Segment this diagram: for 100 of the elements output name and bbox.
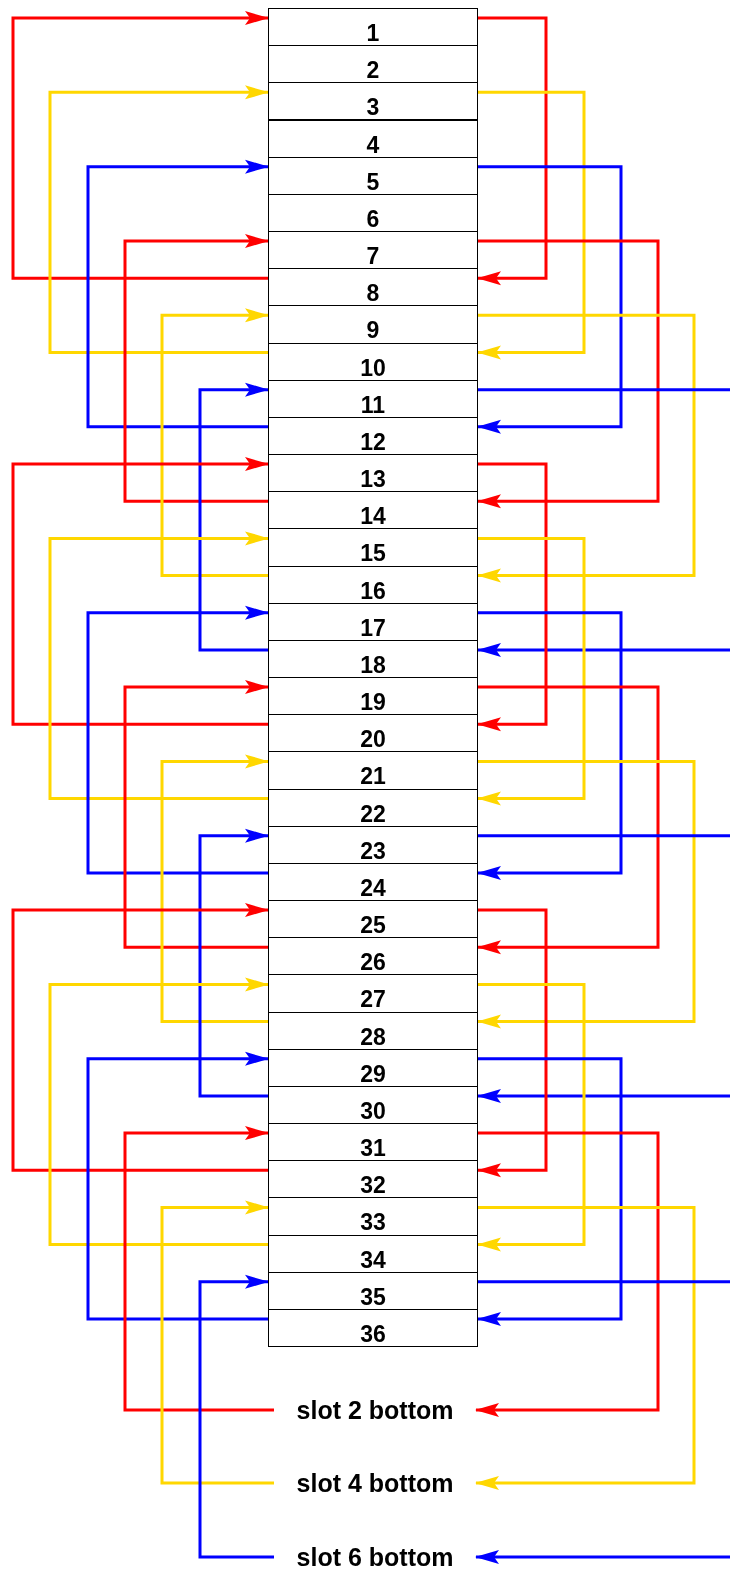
slot-number: 35 <box>359 1285 387 1308</box>
slot-number: 32 <box>359 1174 387 1197</box>
slot-number: 2 <box>365 59 381 82</box>
slot-box <box>268 8 478 47</box>
slot-box <box>268 602 478 641</box>
slot-box <box>268 1308 478 1348</box>
slot-box <box>268 268 478 307</box>
slot-box <box>268 1234 478 1273</box>
slot-box <box>268 231 478 270</box>
slot-box <box>268 528 478 567</box>
slot-number: 1 <box>365 22 381 44</box>
arrow <box>477 536 586 806</box>
slot-number: 33 <box>359 1211 387 1234</box>
slot-number: 27 <box>359 988 387 1011</box>
slot-box <box>268 751 478 790</box>
slot-number: 28 <box>359 1025 387 1048</box>
arrow <box>11 903 269 1172</box>
arrow <box>477 313 696 583</box>
slot-number: 16 <box>359 579 387 602</box>
arrow <box>160 308 269 578</box>
slot-box <box>268 714 478 753</box>
slot-box <box>268 416 478 455</box>
slot-box <box>268 565 478 604</box>
slot-box <box>268 825 478 864</box>
slot-label: slot 4 bottom <box>274 1470 476 1496</box>
slot-box <box>268 45 478 84</box>
slot-number: 18 <box>359 653 387 676</box>
arrow <box>477 16 548 286</box>
slot-number: 17 <box>359 616 387 639</box>
arrow <box>48 531 269 801</box>
arrow <box>198 382 269 652</box>
slot-box <box>268 82 478 121</box>
slot-number: 3 <box>365 96 381 119</box>
slot-number: 26 <box>359 951 387 974</box>
arrow <box>477 462 548 732</box>
slot-number: 20 <box>359 728 387 751</box>
arrow <box>475 1550 730 1564</box>
slot-number: 10 <box>359 356 387 379</box>
arrow <box>123 234 269 503</box>
slot-number: 31 <box>359 1137 387 1160</box>
slot-number: 22 <box>359 802 387 825</box>
slot-label: slot 6 bottom <box>274 1544 476 1570</box>
slot-box <box>268 454 478 493</box>
slot-number: 13 <box>359 468 387 491</box>
slot-box <box>268 639 478 679</box>
connector-line <box>478 834 730 838</box>
arrow <box>160 1200 274 1485</box>
slot-number: 25 <box>359 914 387 937</box>
slot-number: 7 <box>365 245 381 267</box>
arrow <box>11 11 269 280</box>
slot-number: 12 <box>359 430 387 453</box>
arrow <box>477 239 660 509</box>
slot-box <box>268 937 478 976</box>
arrow <box>198 828 269 1098</box>
arrow <box>11 457 269 726</box>
slot-number: 24 <box>359 876 387 899</box>
slot-box <box>268 1271 478 1310</box>
arrow <box>477 90 586 360</box>
slot-box <box>268 900 478 939</box>
slot-box <box>268 677 478 716</box>
slot-box <box>268 1123 478 1162</box>
slot-number: 14 <box>359 505 387 528</box>
slot-number: 30 <box>359 1099 387 1122</box>
arrow <box>475 1205 696 1490</box>
slot-number: 6 <box>365 207 381 230</box>
slot-number: 19 <box>359 691 387 714</box>
slot-number: 8 <box>365 282 381 305</box>
arrow <box>477 642 730 657</box>
connector-line <box>478 388 730 392</box>
slot-number: 5 <box>365 170 381 193</box>
arrow <box>475 1131 660 1417</box>
slot-number: 34 <box>359 1248 387 1271</box>
arrow <box>198 1274 274 1559</box>
arrow <box>48 977 269 1247</box>
slot-box <box>268 379 478 418</box>
slot-number: 4 <box>365 133 381 156</box>
slot-box <box>268 156 478 195</box>
slot-number: 11 <box>359 393 387 416</box>
arrow <box>86 159 269 429</box>
slot-number: 15 <box>359 542 387 565</box>
slot-box <box>268 305 478 344</box>
slot-number: 21 <box>359 765 387 788</box>
slot-box <box>268 1085 478 1125</box>
slot-box <box>268 342 478 381</box>
slot-box <box>268 1011 478 1050</box>
arrow <box>48 85 269 355</box>
slot-box <box>268 119 478 158</box>
slot-box <box>268 193 478 232</box>
arrow <box>123 1126 274 1412</box>
slot-box <box>268 1197 478 1236</box>
arrow <box>477 908 548 1178</box>
slot-number: 36 <box>359 1322 387 1345</box>
slot-number: 29 <box>359 1062 387 1085</box>
slot-label: slot 2 bottom <box>274 1397 476 1423</box>
arrow <box>86 1051 269 1321</box>
arrow <box>477 1057 623 1326</box>
slot-box <box>268 862 478 902</box>
arrow <box>477 611 623 880</box>
arrow <box>123 680 269 949</box>
slot-box <box>268 1160 478 1199</box>
